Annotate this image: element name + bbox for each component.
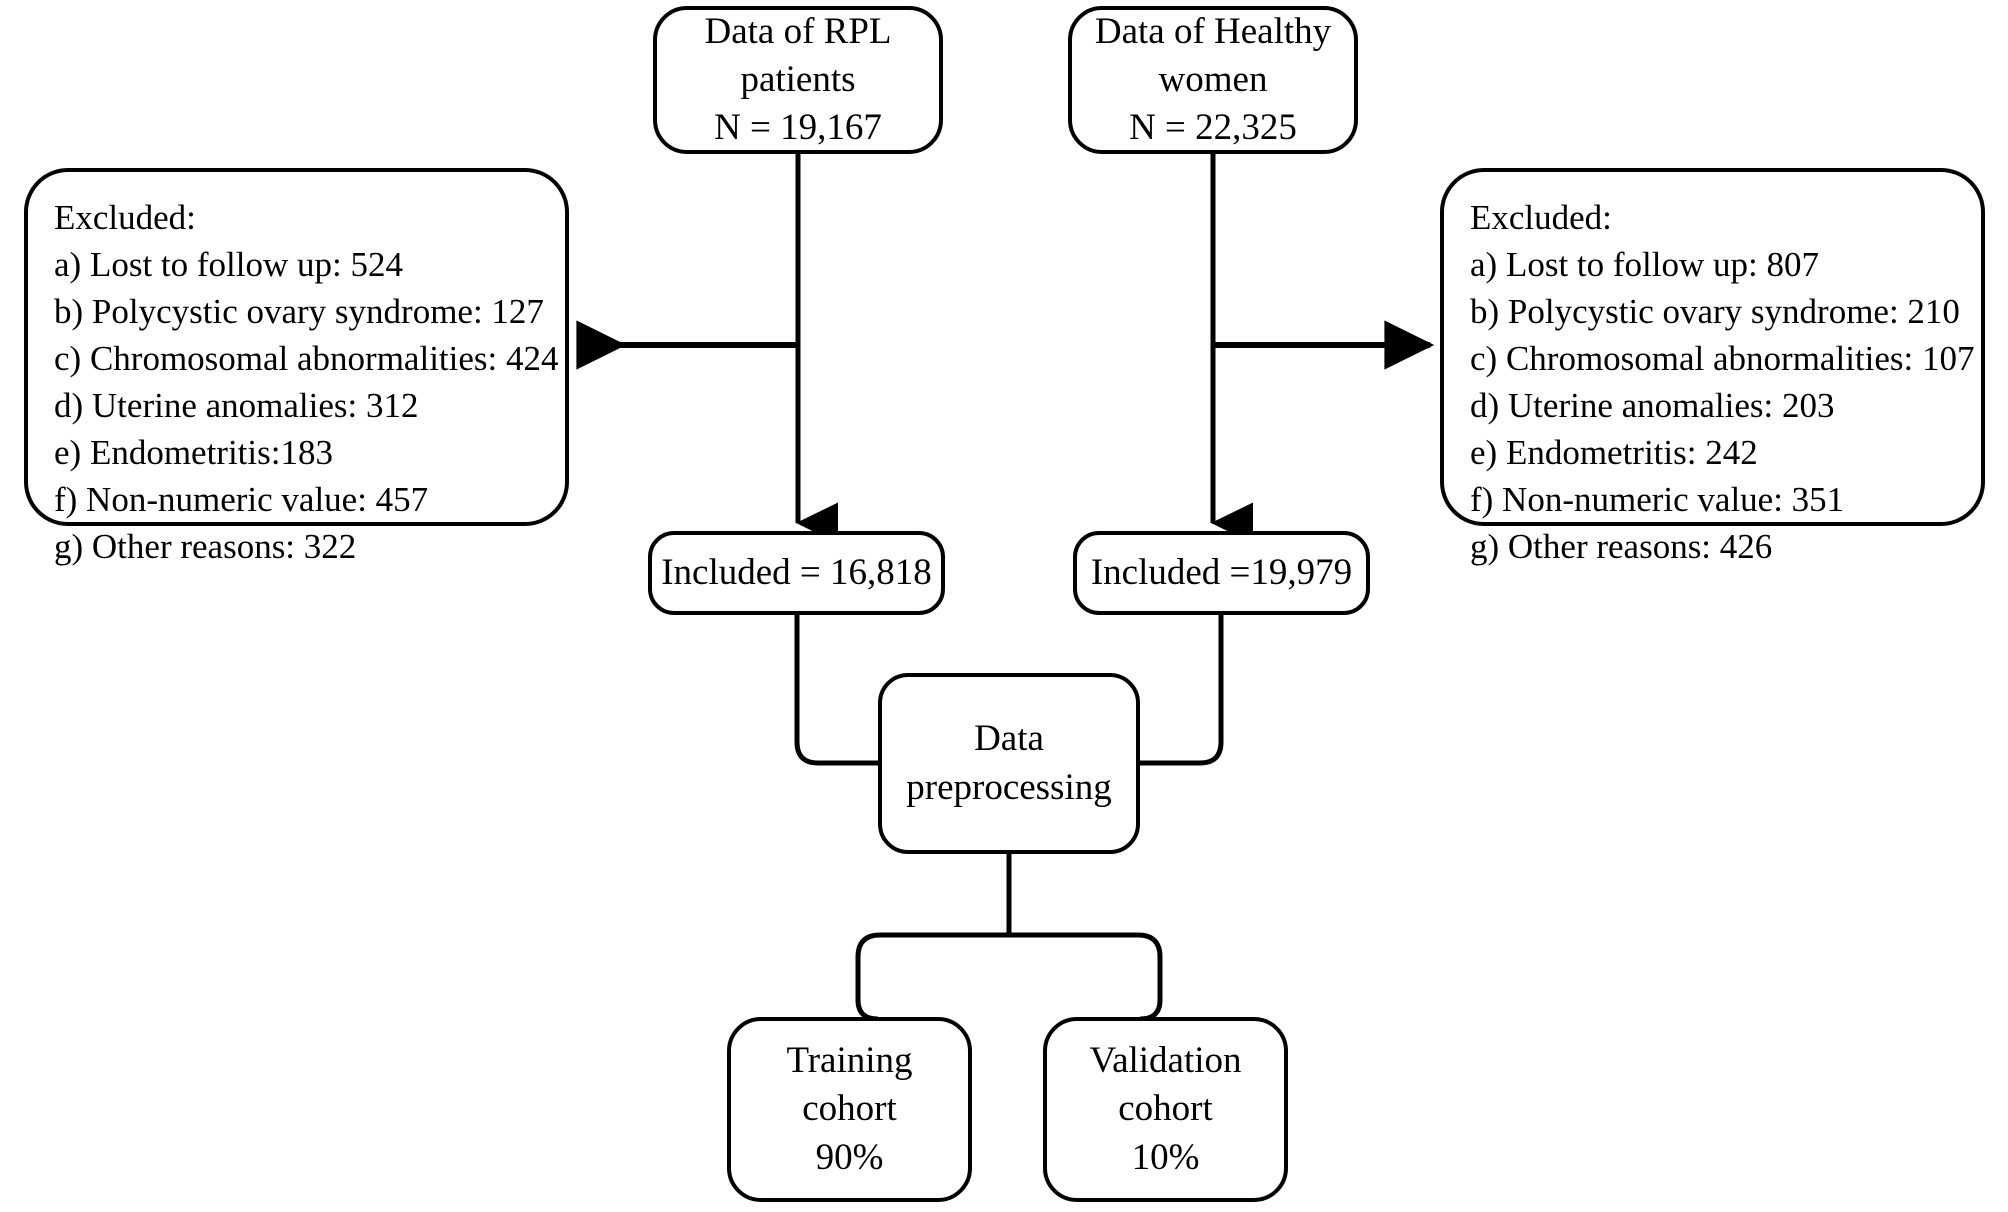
node-training-cohort[interactable]: Training cohort 90%: [727, 1017, 972, 1202]
edge-included-healthy-to-preprocessing: [1140, 615, 1224, 766]
node-excluded-healthy-text: Excluded: a) Lost to follow up: 807 b) P…: [1470, 194, 1975, 571]
node-excluded-rpl-text: Excluded: a) Lost to follow up: 524 b) P…: [54, 194, 559, 571]
node-validation-cohort-line-2: cohort: [1118, 1088, 1213, 1130]
node-included-healthy-text: Included =19,979: [1077, 549, 1366, 597]
node-training-cohort-line-1: Training: [786, 1040, 913, 1082]
node-data-preprocessing-line-1: Data: [974, 718, 1044, 760]
edge-preprocessing-to-validation: [1009, 932, 1163, 1022]
node-excluded-healthy-item-e: e) Endometritis: 242: [1470, 433, 1758, 473]
node-included-rpl[interactable]: Included = 16,818: [648, 531, 945, 615]
node-validation-cohort-text: Validation cohort 10%: [1047, 1037, 1284, 1181]
node-excluded-rpl-item-c: c) Chromosomal abnormalities: 424: [54, 339, 559, 379]
node-excluded-healthy[interactable]: Excluded: a) Lost to follow up: 807 b) P…: [1440, 168, 1985, 566]
edge-included-rpl-to-preprocessing: [794, 615, 878, 766]
node-excluded-healthy-item-c: c) Chromosomal abnormalities: 107: [1470, 339, 1975, 379]
node-rpl-source-text: Data of RPL patients N = 19,167: [657, 8, 939, 152]
node-excluded-rpl-item-f: f) Non-numeric value: 457: [54, 480, 429, 520]
node-training-cohort-line-2: cohort: [802, 1088, 897, 1130]
node-excluded-healthy-item-f: f) Non-numeric value: 351: [1470, 480, 1845, 520]
node-rpl-source-line-3: N = 19,167: [714, 107, 882, 149]
node-training-cohort-text: Training cohort 90%: [731, 1037, 968, 1181]
node-rpl-source-line-1: Data of RPL: [704, 10, 892, 52]
node-rpl-source-line-2: patients: [740, 58, 856, 100]
node-rpl-source[interactable]: Data of RPL patients N = 19,167: [653, 6, 943, 154]
node-healthy-source-text: Data of Healthy women N = 22,325: [1072, 8, 1354, 152]
node-included-rpl-label: Included = 16,818: [661, 551, 932, 593]
node-data-preprocessing-line-2: preprocessing: [906, 766, 1112, 808]
node-excluded-rpl-item-d: d) Uterine anomalies: 312: [54, 386, 419, 426]
node-excluded-rpl-item-b: b) Polycystic ovary syndrome: 127: [54, 292, 544, 332]
node-excluded-healthy-item-d: d) Uterine anomalies: 203: [1470, 386, 1835, 426]
node-validation-cohort-line-1: Validation: [1089, 1040, 1242, 1082]
node-excluded-rpl[interactable]: Excluded: a) Lost to follow up: 524 b) P…: [24, 168, 569, 566]
node-excluded-rpl-heading: Excluded:: [54, 198, 196, 237]
node-excluded-rpl-item-e: e) Endometritis:183: [54, 433, 333, 473]
node-data-preprocessing-text: Data preprocessing: [882, 715, 1136, 811]
node-excluded-healthy-item-b: b) Polycystic ovary syndrome: 210: [1470, 292, 1960, 332]
node-healthy-source-line-3: N = 22,325: [1129, 107, 1297, 149]
node-included-healthy[interactable]: Included =19,979: [1073, 531, 1370, 615]
node-excluded-healthy-item-a: a) Lost to follow up: 807: [1470, 245, 1819, 285]
edge-preprocessing-to-training: [855, 932, 1009, 1022]
node-included-rpl-text: Included = 16,818: [652, 549, 941, 597]
node-training-cohort-percent: 90%: [815, 1136, 884, 1178]
node-excluded-healthy-item-g: g) Other reasons: 426: [1470, 527, 1773, 567]
node-healthy-source[interactable]: Data of Healthy women N = 22,325: [1068, 6, 1358, 154]
node-excluded-rpl-item-g: g) Other reasons: 322: [54, 527, 357, 567]
node-validation-cohort[interactable]: Validation cohort 10%: [1043, 1017, 1288, 1202]
node-included-healthy-label: Included =19,979: [1090, 551, 1353, 593]
node-validation-cohort-percent: 10%: [1131, 1136, 1200, 1178]
node-data-preprocessing[interactable]: Data preprocessing: [878, 673, 1140, 854]
node-healthy-source-line-1: Data of Healthy: [1094, 10, 1332, 52]
node-excluded-healthy-heading: Excluded:: [1470, 198, 1612, 237]
node-healthy-source-line-2: women: [1158, 58, 1268, 100]
node-excluded-rpl-item-a: a) Lost to follow up: 524: [54, 245, 403, 285]
